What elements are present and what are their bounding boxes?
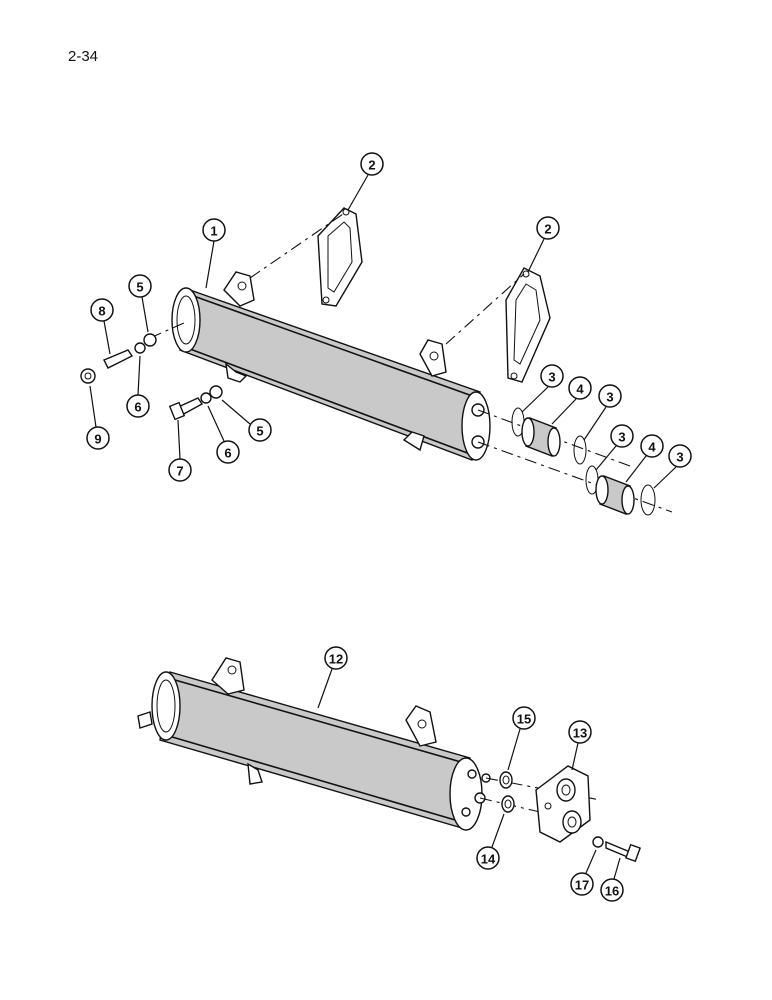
callout-9: 9 — [86, 385, 110, 450]
fitting-lower — [585, 465, 656, 516]
callout-4-a: 4 — [551, 376, 592, 425]
fitting-upper — [511, 407, 587, 465]
svg-text:12: 12 — [329, 652, 343, 667]
svg-text:6: 6 — [224, 446, 231, 461]
svg-text:2: 2 — [368, 158, 375, 173]
callout-3-c: 3 — [595, 424, 634, 471]
svg-text:15: 15 — [517, 712, 531, 727]
callout-3-b: 3 — [583, 384, 622, 441]
callout-5-a: 5 — [128, 274, 152, 333]
callout-4-b: 4 — [625, 434, 664, 483]
callout-5-b: 5 — [221, 399, 272, 442]
callout-17: 17 — [570, 849, 597, 896]
callout-3-a: 3 — [521, 364, 564, 413]
svg-text:5: 5 — [256, 424, 263, 439]
stud-assembly-left — [80, 333, 157, 384]
oil-cooler-body-lower — [137, 657, 491, 831]
svg-text:14: 14 — [481, 852, 496, 867]
svg-text:2: 2 — [544, 222, 551, 237]
svg-text:4: 4 — [648, 440, 656, 455]
svg-text:16: 16 — [605, 884, 619, 899]
svg-text:1: 1 — [210, 224, 217, 239]
callout-2-left: 2 — [347, 152, 384, 211]
callout-12: 12 — [317, 646, 348, 709]
oil-cooler-body — [171, 271, 491, 461]
svg-text:8: 8 — [98, 304, 105, 319]
callout-6-a: 6 — [126, 355, 150, 418]
svg-text:7: 7 — [176, 464, 183, 479]
svg-text:9: 9 — [94, 432, 101, 447]
callout-3-d: 3 — [653, 444, 692, 489]
callout-1: 1 — [202, 218, 226, 289]
svg-text:3: 3 — [676, 450, 683, 465]
callout-16: 16 — [600, 857, 624, 902]
svg-text:5: 5 — [136, 280, 143, 295]
svg-text:3: 3 — [618, 430, 625, 445]
capscrew-assembly — [168, 385, 223, 421]
page-number: 2-34 — [68, 48, 99, 65]
callout-13: 13 — [568, 720, 592, 771]
callout-2-right: 2 — [527, 216, 560, 273]
svg-text:3: 3 — [548, 370, 555, 385]
svg-text:6: 6 — [134, 400, 141, 415]
svg-text:4: 4 — [576, 382, 584, 397]
callout-15: 15 — [507, 706, 536, 771]
svg-text:3: 3 — [606, 390, 613, 405]
lower-cooler-assembly — [137, 657, 641, 863]
svg-text:17: 17 — [575, 878, 589, 893]
svg-text:13: 13 — [573, 726, 587, 741]
o-rings — [499, 771, 515, 813]
callout-14: 14 — [476, 813, 505, 870]
callout-6-b: 6 — [207, 405, 240, 464]
callout-8: 8 — [90, 298, 114, 355]
adapter-flange — [535, 765, 591, 843]
mounting-bracket-right — [505, 267, 551, 383]
callout-7: 7 — [168, 419, 192, 482]
mounting-bracket-left — [317, 207, 363, 307]
flange-capscrew — [592, 836, 641, 863]
upper-cooler-assembly — [80, 207, 673, 516]
